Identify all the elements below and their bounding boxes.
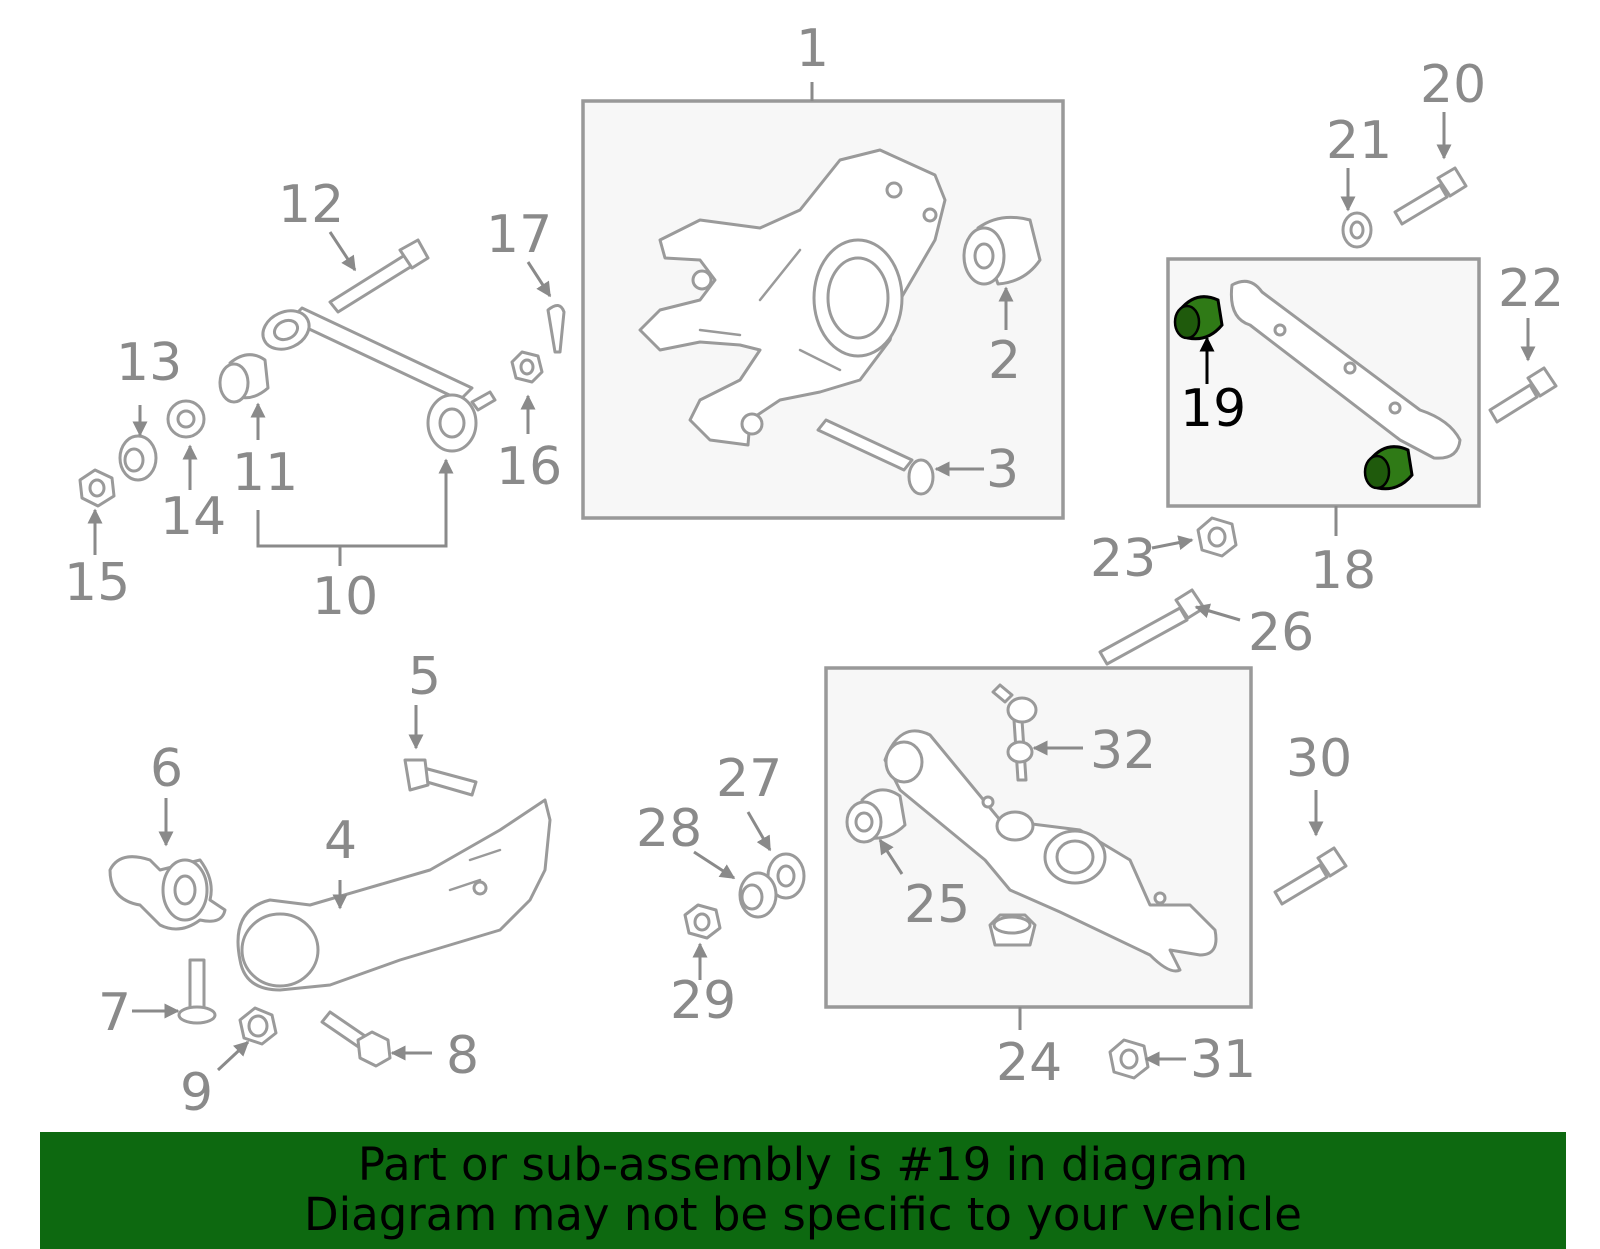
part-label-17[interactable]: 17 [486, 205, 552, 265]
bolt-part-7 [177, 958, 217, 1025]
part-label-7[interactable]: 7 [98, 983, 131, 1043]
bushing-part-19-lower [1363, 445, 1414, 491]
nut-in-group-24 [988, 913, 1037, 947]
part-label-16[interactable]: 16 [496, 437, 562, 497]
part-label-26[interactable]: 26 [1248, 603, 1314, 663]
part-label-5[interactable]: 5 [408, 647, 441, 707]
part-label-14[interactable]: 14 [160, 487, 226, 547]
part-label-10[interactable]: 10 [312, 567, 378, 627]
nut-part-15 [78, 468, 116, 508]
nut-part-23 [1196, 516, 1238, 558]
washer-part-14 [166, 399, 206, 439]
upper-arm-part-10 [261, 306, 497, 453]
part-label-29[interactable]: 29 [670, 971, 736, 1031]
part-label-32[interactable]: 32 [1090, 721, 1156, 781]
lower-arm-part-24 [883, 729, 1218, 973]
leader-lines [87, 82, 1536, 1072]
bolt-part-3 [816, 418, 935, 496]
bolt-part-20 [1393, 166, 1468, 226]
banner-line-2: Diagram may not be specific to your vehi… [304, 1188, 1302, 1241]
part-label-9[interactable]: 9 [180, 1063, 213, 1123]
part-label-1[interactable]: 1 [796, 19, 829, 79]
washer-part-27 [766, 852, 806, 900]
nut-part-29 [683, 903, 722, 940]
part-label-15[interactable]: 15 [64, 553, 130, 613]
part-label-4[interactable]: 4 [324, 811, 357, 871]
part-label-19[interactable]: 19 [1180, 379, 1246, 439]
part-label-28[interactable]: 28 [636, 799, 702, 859]
nut-part-16 [510, 350, 544, 384]
part-label-27[interactable]: 27 [716, 749, 782, 809]
bolt-part-8 [320, 1010, 392, 1068]
part-label-3[interactable]: 3 [986, 440, 1019, 500]
part-label-21[interactable]: 21 [1326, 111, 1392, 171]
part-label-12[interactable]: 12 [278, 175, 344, 235]
nut-part-31 [1108, 1038, 1150, 1080]
bolt-part-30 [1273, 846, 1348, 906]
part-labels: 1 2 3 4 5 6 7 8 9 10 11 12 13 14 15 16 1… [64, 19, 1564, 1123]
link-arm-part-18 [1229, 279, 1462, 460]
bolt-part-5 [403, 758, 478, 797]
part-label-2[interactable]: 2 [988, 331, 1021, 391]
part-label-18[interactable]: 18 [1310, 541, 1376, 601]
bushing-part-28 [738, 871, 778, 919]
washer-part-21 [1341, 211, 1373, 249]
bolt-part-26 [1098, 588, 1206, 666]
bolt-part-22 [1488, 366, 1558, 424]
part-label-31[interactable]: 31 [1190, 1030, 1256, 1090]
bushing-part-19-upper [1173, 295, 1224, 341]
bushing-part-25 [845, 788, 907, 844]
part-label-22[interactable]: 22 [1498, 259, 1564, 319]
part-label-20[interactable]: 20 [1420, 55, 1486, 115]
info-banner: Part or sub-assembly is #19 in diagram D… [40, 1132, 1566, 1249]
knuckle-part [638, 148, 947, 447]
bushing-part-6 [108, 855, 227, 931]
trailing-arm-part-4 [236, 798, 552, 992]
stabilizer-link-part-32 [991, 683, 1038, 782]
part-label-25[interactable]: 25 [904, 875, 970, 935]
part-label-8[interactable]: 8 [446, 1026, 479, 1086]
part-label-24[interactable]: 24 [996, 1033, 1062, 1093]
banner-line-1: Part or sub-assembly is #19 in diagram [357, 1138, 1249, 1191]
part-label-13[interactable]: 13 [116, 333, 182, 393]
part-label-23[interactable]: 23 [1090, 529, 1156, 589]
bushing-part-11 [218, 353, 270, 404]
bolt-part-12 [328, 238, 430, 314]
bushing-part-13 [118, 434, 158, 482]
part-label-30[interactable]: 30 [1286, 729, 1352, 789]
part-label-6[interactable]: 6 [150, 739, 183, 799]
cotter-pin-part-17 [546, 304, 566, 354]
bushing-part-2 [962, 215, 1042, 286]
nut-part-9 [238, 1006, 278, 1046]
part-label-11[interactable]: 11 [232, 443, 298, 503]
